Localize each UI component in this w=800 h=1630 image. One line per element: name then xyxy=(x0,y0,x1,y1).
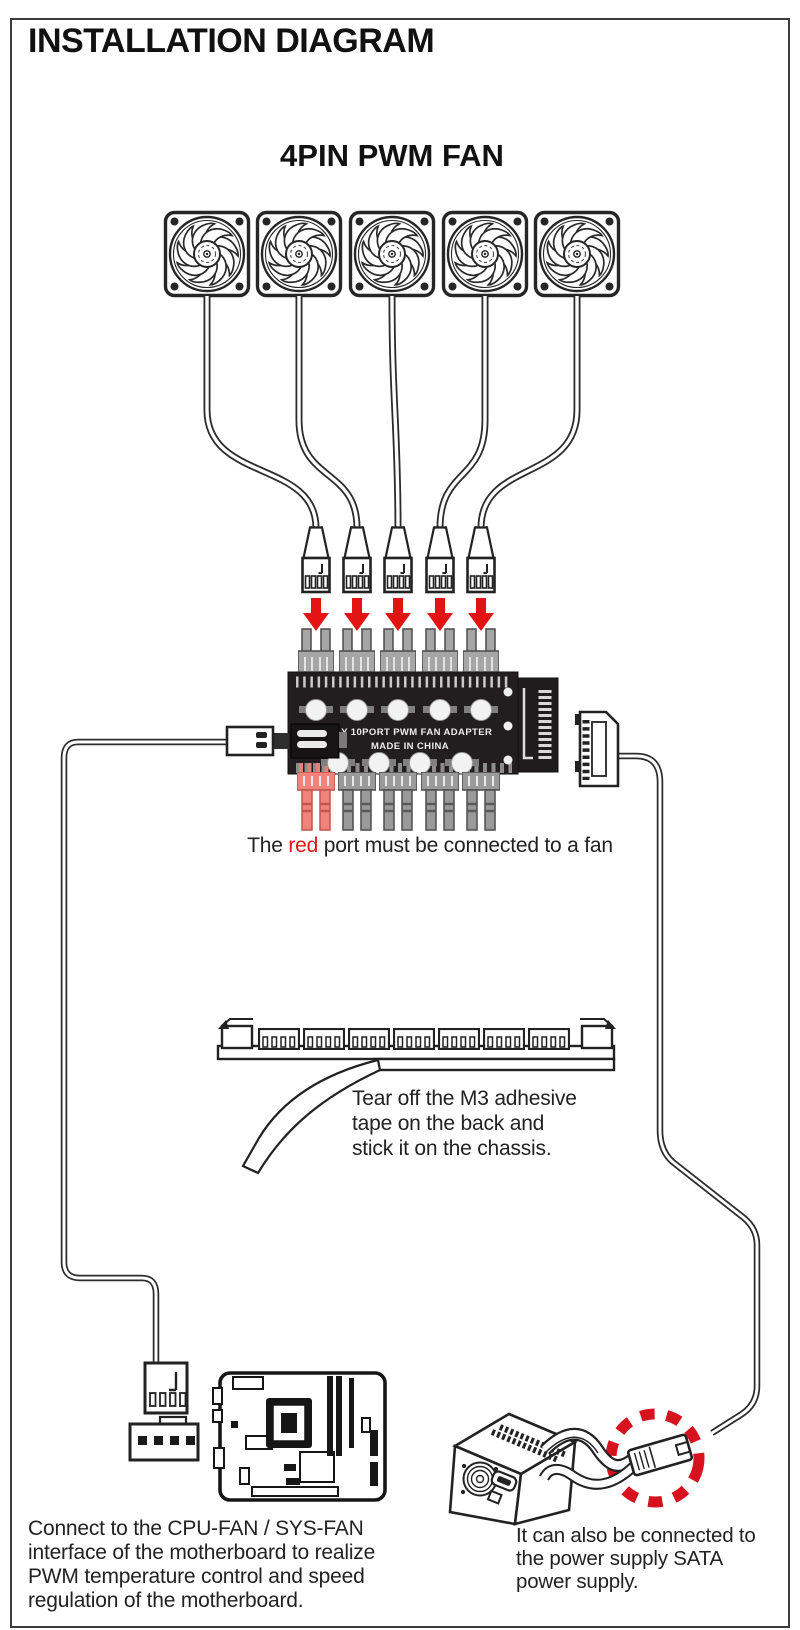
hub-red-port xyxy=(297,772,335,832)
caption-tape-line: tape on the back and xyxy=(352,1112,545,1135)
side-port xyxy=(303,1028,345,1050)
hub-pcb-label-line1: L&Y 10PORT PWM FAN ADAPTER xyxy=(328,727,493,738)
side-port xyxy=(438,1028,480,1050)
caption-psu-line: It can also be connected to xyxy=(516,1524,756,1547)
hub-bottom-port xyxy=(462,772,500,832)
four-pin-connector xyxy=(143,1361,189,1415)
psu-vents xyxy=(490,1424,568,1463)
caption-tape-line: Tear off the M3 adhesive xyxy=(352,1087,577,1110)
adhesive-tape xyxy=(241,1058,382,1175)
section-heading: 4PIN PWM FAN xyxy=(280,138,504,173)
fan-plug-connector xyxy=(301,526,331,594)
caption-psu: It can also be connected to the power su… xyxy=(516,1524,756,1593)
hub-top-port xyxy=(463,628,499,675)
fan-plug-connector xyxy=(466,526,496,594)
sata-power-cable xyxy=(575,710,761,1436)
side-port xyxy=(528,1028,570,1050)
fan-row xyxy=(163,210,621,298)
caption-motherboard-line: interface of the motherboard to realize xyxy=(28,1541,376,1564)
fan-illustration xyxy=(163,210,251,298)
caption-motherboard: Connect to the CPU-FAN / SYS-FAN interfa… xyxy=(28,1517,375,1613)
motherboard-group xyxy=(128,1361,387,1502)
fan-illustration xyxy=(533,210,621,298)
caption-tape-line: stick it on the chassis. xyxy=(352,1137,552,1160)
side-port xyxy=(348,1028,390,1050)
page-title: INSTALLATION DIAGRAM xyxy=(28,22,435,60)
caption-motherboard-line: PWM temperature control and speed xyxy=(28,1565,365,1588)
down-arrow-icon xyxy=(385,598,411,631)
highlight-dashed-circle xyxy=(605,1408,705,1508)
fan-illustration xyxy=(348,210,436,298)
down-arrow-icon xyxy=(427,598,453,631)
hub-side-view xyxy=(216,1018,616,1175)
caption-psu-line: power supply. xyxy=(516,1570,639,1593)
caption-red-port-highlight: red xyxy=(288,834,319,857)
fan-plug-connector xyxy=(342,526,372,594)
fan-cables xyxy=(203,295,581,529)
red-arrows xyxy=(303,598,494,631)
caption-psu-line: the power supply SATA xyxy=(516,1547,723,1570)
cpu-socket xyxy=(266,1398,312,1448)
fan-plugs xyxy=(301,526,496,594)
caption-motherboard-line: regulation of the motherboard. xyxy=(28,1589,304,1612)
pwm-hub: L&Y 10PORT PWM FAN ADAPTER MADE IN CHINA xyxy=(287,628,559,832)
down-arrow-icon xyxy=(303,598,329,631)
down-arrow-icon xyxy=(468,598,494,631)
caption-red-port-after: port must be connected to a fan xyxy=(318,834,613,857)
sata-power-plug xyxy=(626,1433,694,1477)
caption-red-port: The red port must be connected to a fan xyxy=(120,834,740,858)
hub-bottom-port xyxy=(379,772,417,832)
hub-solder-pads xyxy=(503,687,513,765)
caption-tape: Tear off the M3 adhesive tape on the bac… xyxy=(352,1086,577,1161)
hub-sata-edge xyxy=(517,677,559,773)
side-port xyxy=(393,1028,435,1050)
fan-illustration xyxy=(441,210,529,298)
side-port xyxy=(483,1028,525,1050)
hub-side-socket xyxy=(271,733,289,749)
cpu-fan-header xyxy=(128,1415,200,1462)
down-arrow-icon xyxy=(344,598,370,631)
hub-top-port xyxy=(422,628,458,675)
hub-input-connector xyxy=(290,723,347,759)
motherboard-cable xyxy=(60,725,289,1362)
motherboard-illustration xyxy=(212,1371,387,1502)
fan-illustration xyxy=(255,210,343,298)
sata-female-connector xyxy=(575,710,620,788)
hub-pcb-label-line2: MADE IN CHINA xyxy=(371,741,449,752)
hub-top-port xyxy=(339,628,375,675)
hub-bottom-port xyxy=(421,772,459,832)
hub-top-port xyxy=(298,628,334,675)
fan-plug-connector xyxy=(383,526,413,594)
caption-red-port-before: The xyxy=(247,834,289,857)
side-port xyxy=(258,1028,300,1050)
psu-socket xyxy=(486,1470,518,1505)
psu-group xyxy=(448,1408,705,1526)
fan-plug-connector xyxy=(425,526,455,594)
hub-bottom-port xyxy=(338,772,376,832)
caption-motherboard-line: Connect to the CPU-FAN / SYS-FAN xyxy=(28,1517,364,1540)
psu-cable-bundle xyxy=(539,1427,639,1490)
two-pin-connector xyxy=(225,725,275,757)
hub-top-port xyxy=(380,628,416,675)
